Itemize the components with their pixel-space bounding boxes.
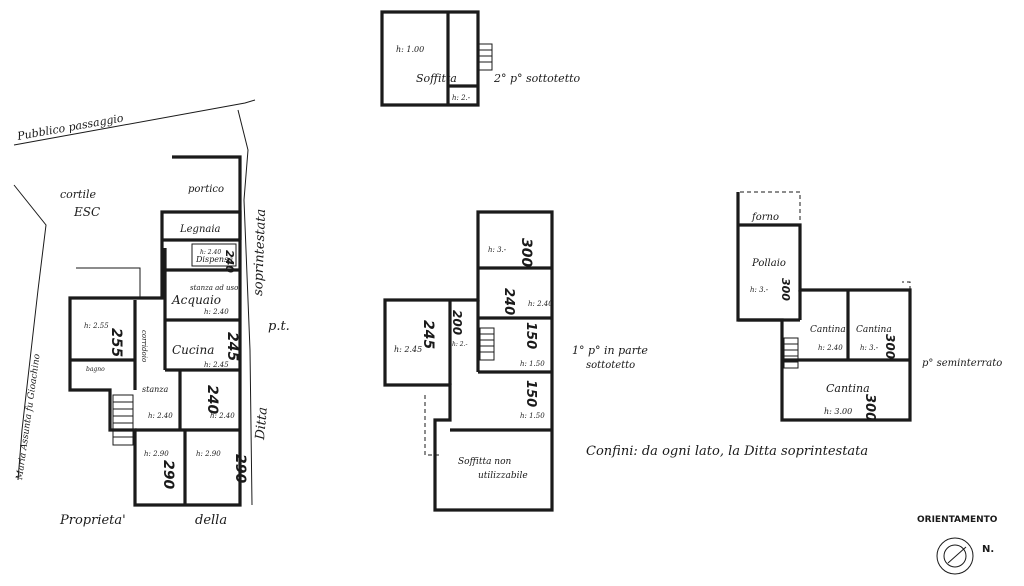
ff-r3-h: h: 1.50 <box>520 360 545 368</box>
first-floor-internal <box>448 266 552 432</box>
second-floor-label: 2° p° sottotetto <box>493 72 581 85</box>
attic-h: h: 1.00 <box>396 45 424 54</box>
property-label: Proprieta' <box>59 513 126 528</box>
borders-note: Confini: da ogni lato, la Ditta soprinte… <box>586 444 868 459</box>
bottom-right-h: h: 2.90 <box>196 450 221 458</box>
internal-walls <box>70 238 240 505</box>
middle-room-label: stanza <box>142 385 168 394</box>
left-room-number: 255 <box>108 328 124 357</box>
ff-left-number: 245 <box>420 320 436 349</box>
annex-outline <box>76 267 141 298</box>
henhouse-label: Pollaio <box>751 258 786 269</box>
middle-room-h: h: 2.40 <box>148 412 173 420</box>
cellar1-h: h: 2.40 <box>818 344 843 352</box>
ff-left-h: h: 2.45 <box>394 345 422 354</box>
compass-inner <box>943 544 967 568</box>
orientation-label: ORIENTAMENTO <box>917 515 998 525</box>
attic-outline <box>380 10 480 107</box>
main-building-outline <box>68 210 242 507</box>
ff-mid-h: h: 2.- <box>452 341 468 348</box>
basement-label: p° seminterrato <box>922 358 1002 369</box>
cellar2-number: 300 <box>883 334 897 359</box>
attic-stairs <box>477 43 493 71</box>
cellar2-label: Cantina <box>856 325 892 335</box>
public-passage-line <box>13 99 256 146</box>
cellar3-label: Cantina <box>826 382 870 395</box>
henhouse-h: h: 3.- <box>750 286 769 294</box>
ff-r2-h: h: 2.40 <box>528 300 553 308</box>
basement-plan: forno Pollaio h: 3.- 300 Cantina h: 2.40… <box>736 191 1002 422</box>
right-boundary-label: soprintestata <box>251 209 269 297</box>
ff-bottom-label: Soffitta non <box>458 457 512 467</box>
cellar2-h: h: 3.- <box>860 344 879 352</box>
scullery-h: h: 2.40 <box>204 308 229 316</box>
kitchen-label: Cucina <box>172 343 214 357</box>
kitchen-number: 245 <box>224 332 240 361</box>
first-floor-plan: h: 3.- 300 240 h: 2.40 150 h: 1.50 150 h… <box>383 210 648 512</box>
oven-label: forno <box>751 212 779 223</box>
ditta-label: Ditta <box>253 406 271 441</box>
della-label: della <box>195 513 227 528</box>
first-floor-stairs <box>479 327 495 361</box>
first-floor-outline <box>383 210 554 512</box>
first-floor-dashed <box>424 395 440 456</box>
right-room-number: 240 <box>204 385 220 414</box>
bottom-left-number: 290 <box>160 460 176 489</box>
public-passage-label: Pubblico passaggio <box>15 111 125 143</box>
woodshed-label: Legnaia <box>179 224 221 235</box>
attic-small-h: h: 2.- <box>452 94 471 102</box>
small-room-label: bagno <box>86 366 105 373</box>
courtyard-code: ESC <box>73 205 100 219</box>
ground-floor-label: p.t. <box>268 319 290 334</box>
basement-right-dashed <box>902 281 911 290</box>
ff-top-number: 300 <box>518 238 534 267</box>
compass-needle-icon <box>947 546 967 564</box>
scullery-label: Acquaio <box>171 293 221 307</box>
portico-label: portico <box>188 184 224 195</box>
left-room-h: h: 2.55 <box>84 322 109 330</box>
north-label: N. <box>982 544 994 555</box>
first-floor-label-2: sottotetto <box>586 360 635 371</box>
right-room-h: h: 2.40 <box>210 412 235 420</box>
ff-r2-number: 240 <box>501 288 516 315</box>
pantry-box <box>191 243 237 267</box>
cellar3-number: 300 <box>862 394 877 421</box>
ff-r3-number: 150 <box>523 322 538 349</box>
compass-outer <box>936 537 974 575</box>
right-boundary-line <box>237 109 253 506</box>
ground-floor-stairs <box>112 394 134 446</box>
orientation-block: ORIENTAMENTO N. <box>917 515 998 575</box>
bottom-right-number: 290 <box>232 454 248 483</box>
oven-dashed <box>740 191 801 222</box>
corridor-label: corridoio <box>140 330 148 362</box>
attic-label: Soffitta <box>416 72 457 85</box>
ff-r4-number: 150 <box>523 380 538 407</box>
henhouse-number: 300 <box>779 278 792 301</box>
kitchen-h: h: 2.45 <box>204 361 229 369</box>
ff-mid-number: 200 <box>450 310 464 335</box>
scullery-top-label: stanza ad uso <box>190 284 238 292</box>
ff-top-h: h: 3.- <box>488 246 507 254</box>
first-floor-label: 1° p° in parte <box>572 344 648 357</box>
ground-floor-plan: Pubblico passaggio Maria Assunta fu Gioa… <box>13 99 290 528</box>
pantry-number: 240 <box>223 250 236 273</box>
basement-internal <box>738 290 910 362</box>
left-boundary-line <box>13 184 47 481</box>
cellar3-h: h: 3.00 <box>824 407 852 416</box>
second-floor-plan: h: 1.00 Soffitta h: 2.- 2° p° sottotetto <box>380 10 581 107</box>
ff-r4-h: h: 1.50 <box>520 412 545 420</box>
ff-bottom-label-2: utilizzabile <box>478 471 528 481</box>
basement-stairs <box>783 337 799 369</box>
bottom-left-h: h: 2.90 <box>144 450 169 458</box>
pantry-label: Dispensa <box>195 255 233 264</box>
cellar1-label: Cantina <box>810 325 846 335</box>
basement-outline <box>736 192 912 422</box>
courtyard-label: cortile <box>60 188 96 201</box>
pantry-h: h: 2.40 <box>200 249 221 256</box>
